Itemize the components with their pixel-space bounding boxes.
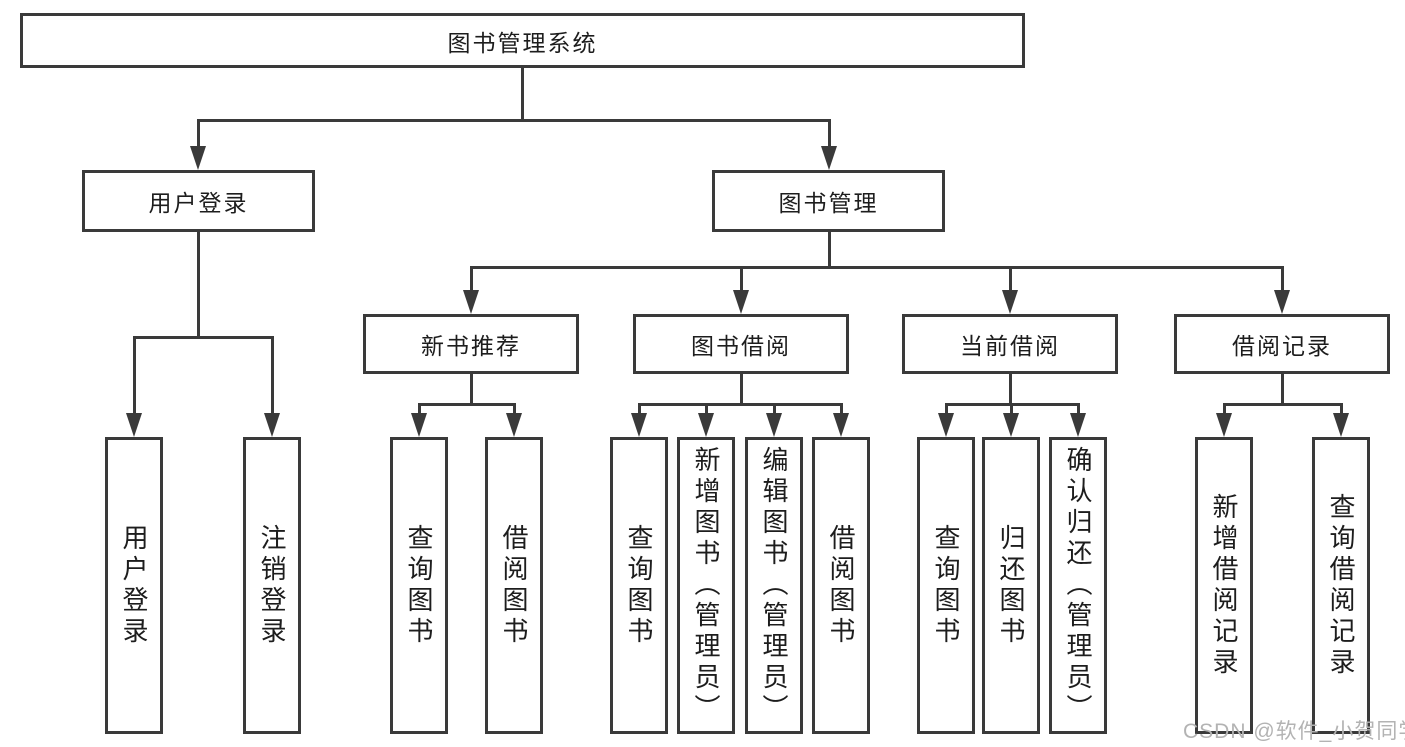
leaf-query-book-current: 查询图书 bbox=[917, 437, 975, 734]
connector-line bbox=[1223, 403, 1342, 406]
connector-line bbox=[1223, 403, 1226, 416]
arrowhead-down-icon bbox=[698, 413, 714, 437]
leaf-return-book: 归还图书 bbox=[982, 437, 1040, 734]
arrowhead-down-icon bbox=[833, 413, 849, 437]
node-book-borrow: 图书借阅 bbox=[633, 314, 849, 374]
node-new-book-recommend-label: 新书推荐 bbox=[421, 333, 521, 359]
leaf-return-book-label: 归还图书 bbox=[996, 523, 1026, 648]
connector-line bbox=[1281, 266, 1284, 292]
arrowhead-down-icon bbox=[126, 413, 142, 437]
arrowhead-down-icon bbox=[463, 290, 479, 314]
connector-line bbox=[828, 119, 831, 148]
connector-line bbox=[470, 266, 473, 292]
connector-line bbox=[638, 403, 641, 416]
connector-line bbox=[470, 266, 1284, 269]
connector-line bbox=[197, 232, 200, 338]
csdn-watermark: CSDN @软件_小贺同学 bbox=[1183, 720, 1405, 743]
leaf-confirm-return-admin: 确认归还（管理员） bbox=[1049, 437, 1107, 734]
leaf-query-book-recommend: 查询图书 bbox=[390, 437, 448, 734]
connector-line bbox=[197, 119, 200, 148]
arrowhead-down-icon bbox=[1002, 290, 1018, 314]
connector-line bbox=[418, 403, 421, 416]
leaf-borrow-book-label: 借阅图书 bbox=[826, 523, 856, 648]
arrowhead-down-icon bbox=[938, 413, 954, 437]
connector-line bbox=[1077, 403, 1080, 416]
connector-line bbox=[197, 119, 831, 122]
connector-line bbox=[418, 403, 516, 406]
leaf-borrow-book-recommend: 借阅图书 bbox=[485, 437, 543, 734]
leaf-confirm-return-admin-label: 确认归还（管理员） bbox=[1063, 446, 1093, 725]
node-current-borrow-label: 当前借阅 bbox=[960, 333, 1060, 359]
arrowhead-down-icon bbox=[411, 413, 427, 437]
connector-line bbox=[638, 403, 843, 406]
connector-line bbox=[513, 403, 516, 416]
leaf-borrow-book: 借阅图书 bbox=[812, 437, 870, 734]
connector-line bbox=[1340, 403, 1343, 416]
connector-line bbox=[705, 403, 708, 416]
arrowhead-down-icon bbox=[1003, 413, 1019, 437]
leaf-query-book-borrow-label: 查询图书 bbox=[624, 523, 654, 648]
node-root-label: 图书管理系统 bbox=[447, 29, 598, 56]
leaf-user-login-label: 用户登录 bbox=[119, 523, 149, 648]
leaf-query-book-borrow: 查询图书 bbox=[610, 437, 668, 734]
node-root: 图书管理系统 bbox=[20, 13, 1025, 68]
arrowhead-down-icon bbox=[631, 413, 647, 437]
leaf-logout-label: 注销登录 bbox=[257, 523, 287, 648]
arrowhead-down-icon bbox=[190, 146, 206, 170]
connector-line bbox=[1010, 403, 1013, 416]
connector-line bbox=[1281, 374, 1284, 405]
arrowhead-down-icon bbox=[1274, 290, 1290, 314]
leaf-query-borrow-record: 查询借阅记录 bbox=[1312, 437, 1370, 734]
node-user-login-label: 用户登录 bbox=[148, 190, 249, 216]
connector-line bbox=[840, 403, 843, 416]
node-borrow-record-label: 借阅记录 bbox=[1232, 333, 1332, 359]
arrowhead-down-icon bbox=[821, 146, 837, 170]
connector-line bbox=[271, 336, 274, 415]
connector-line bbox=[133, 336, 274, 339]
leaf-borrow-book-recommend-label: 借阅图书 bbox=[499, 523, 529, 648]
leaf-add-book-admin-label: 新增图书（管理员） bbox=[691, 446, 721, 725]
node-current-borrow: 当前借阅 bbox=[902, 314, 1118, 374]
arrowhead-down-icon bbox=[1333, 413, 1349, 437]
arrowhead-down-icon bbox=[766, 413, 782, 437]
arrowhead-down-icon bbox=[506, 413, 522, 437]
connector-line bbox=[1009, 374, 1012, 405]
arrowhead-down-icon bbox=[1070, 413, 1086, 437]
node-book-borrow-label: 图书借阅 bbox=[691, 333, 791, 359]
connector-line bbox=[133, 336, 136, 415]
node-user-login: 用户登录 bbox=[82, 170, 315, 232]
connector-line bbox=[470, 374, 473, 405]
connector-line bbox=[945, 403, 948, 416]
leaf-logout: 注销登录 bbox=[243, 437, 301, 734]
node-book-management-label: 图书管理 bbox=[778, 190, 879, 216]
leaf-edit-book-admin: 编辑图书（管理员） bbox=[745, 437, 803, 734]
connector-line bbox=[740, 266, 743, 292]
leaf-add-book-admin: 新增图书（管理员） bbox=[677, 437, 735, 734]
leaf-add-borrow-record-label: 新增借阅记录 bbox=[1209, 492, 1239, 679]
connector-line bbox=[521, 68, 524, 121]
node-book-management: 图书管理 bbox=[712, 170, 945, 232]
arrowhead-down-icon bbox=[264, 413, 280, 437]
connector-line bbox=[1009, 266, 1012, 292]
leaf-query-book-current-label: 查询图书 bbox=[931, 523, 961, 648]
node-new-book-recommend: 新书推荐 bbox=[363, 314, 579, 374]
node-borrow-record: 借阅记录 bbox=[1174, 314, 1390, 374]
leaf-query-book-recommend-label: 查询图书 bbox=[404, 523, 434, 648]
arrowhead-down-icon bbox=[1216, 413, 1232, 437]
leaf-edit-book-admin-label: 编辑图书（管理员） bbox=[759, 446, 789, 725]
connector-line bbox=[773, 403, 776, 416]
leaf-add-borrow-record: 新增借阅记录 bbox=[1195, 437, 1253, 734]
arrowhead-down-icon bbox=[733, 290, 749, 314]
connector-line bbox=[740, 374, 743, 405]
leaf-query-borrow-record-label: 查询借阅记录 bbox=[1326, 492, 1356, 679]
connector-line bbox=[828, 232, 831, 269]
leaf-user-login: 用户登录 bbox=[105, 437, 163, 734]
